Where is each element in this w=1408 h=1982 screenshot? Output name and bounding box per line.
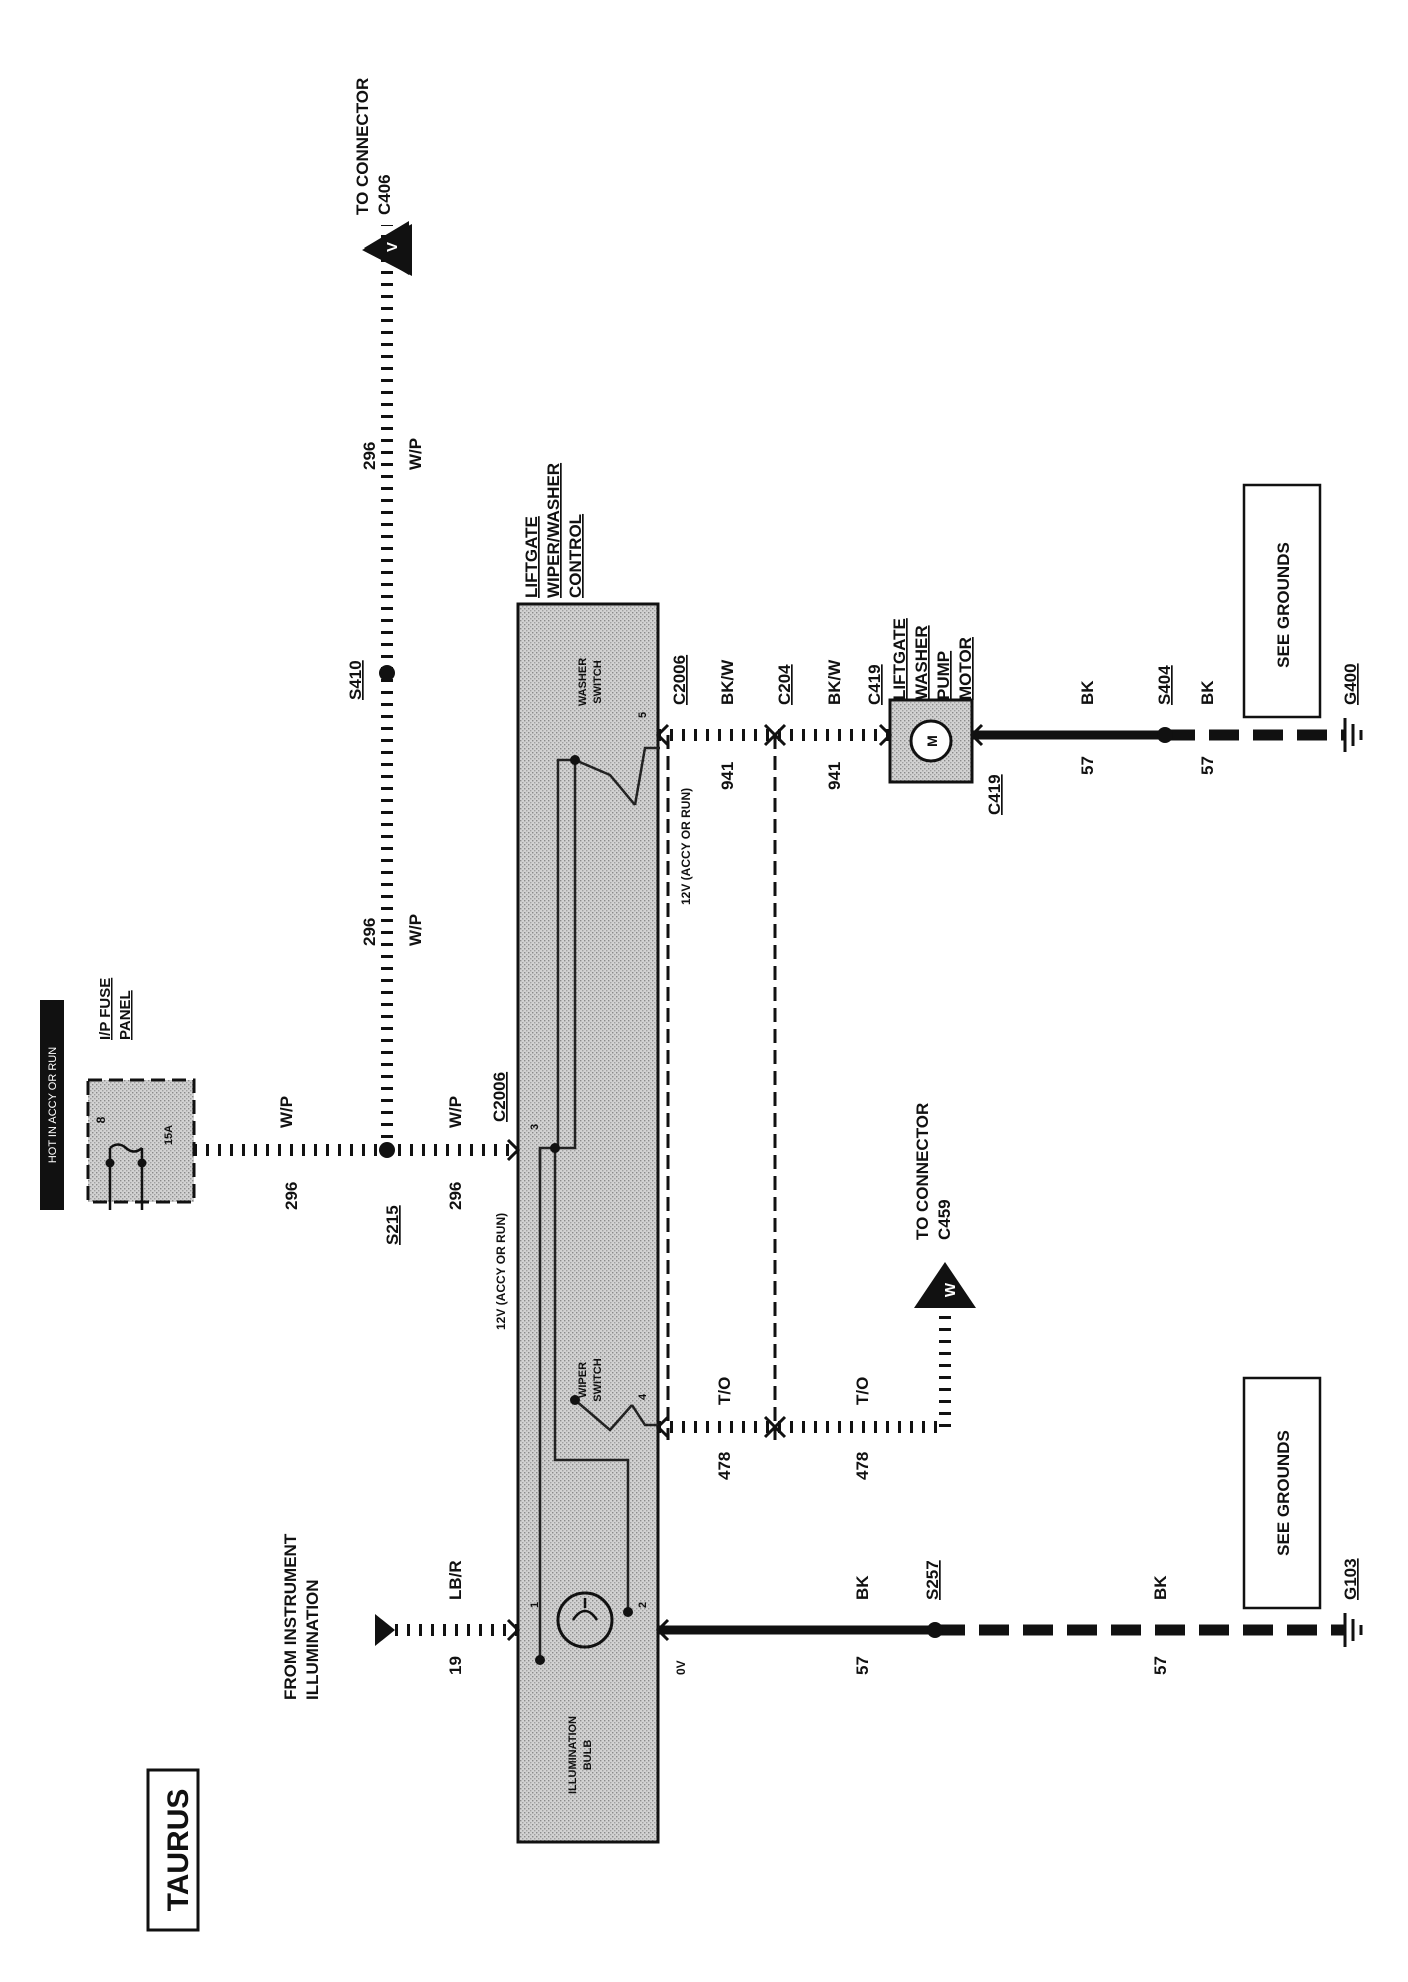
svg-text:57: 57 [853, 1656, 872, 1675]
svg-text:HOT IN ACCY OR RUN: HOT IN ACCY OR RUN [47, 1047, 59, 1163]
splice-s257: S257 [923, 1560, 942, 1600]
svg-text:941: 941 [718, 762, 737, 790]
splice-s404: S404 [1155, 665, 1174, 705]
fuse-number: 8 [94, 1116, 108, 1123]
bulb-label-2: BULB [582, 1740, 594, 1771]
pin-5: 5 [637, 712, 649, 718]
connector-c204: C204 [775, 664, 794, 705]
fuse-panel: 8 15A I/P FUSE PANEL [86, 978, 196, 1210]
c459-label-1: TO CONNECTOR [913, 1103, 932, 1240]
washer-switch-label-1: WASHER [577, 658, 589, 706]
hot-label: HOT IN ACCY OR RUN [40, 1000, 64, 1210]
svg-text:296: 296 [282, 1182, 301, 1210]
svg-text:57: 57 [1198, 756, 1217, 775]
module-name-1: LIFTGATE [522, 516, 541, 598]
control-module-name: LIFTGATE WIPER/WASHER CONTROL [522, 463, 585, 598]
circuit-57-g400: BK 57 S404 BK 57 G400 SEE GROUNDS [972, 483, 1363, 775]
fuse-rating: 15A [163, 1125, 175, 1145]
connector-c406-icon [362, 224, 412, 276]
pin-4: 4 [637, 1393, 649, 1400]
splice-s215-dot [379, 1142, 395, 1158]
bulb-label-1: ILLUMINATION [567, 1716, 579, 1794]
fuse-panel-name-1: I/P FUSE [97, 978, 114, 1040]
svg-text:V: V [384, 242, 401, 252]
module-name-3: CONTROL [566, 514, 585, 598]
svg-text:19: 19 [446, 1656, 465, 1675]
c406-label-2: C406 [375, 174, 394, 215]
ground-g400: G400 [1341, 663, 1360, 705]
wiper-switch-label-2: SWITCH [592, 1358, 604, 1401]
bulb-icon [556, 1591, 614, 1649]
ground-icon-g400 [1343, 718, 1363, 752]
from-instrument-2: ILLUMINATION [303, 1579, 322, 1700]
svg-text:T/O: T/O [715, 1377, 734, 1405]
svg-text:W/P: W/P [406, 914, 425, 946]
connector-c459-icon [914, 1262, 976, 1308]
model-name: TAURUS [162, 1789, 195, 1912]
svg-text:BK/W: BK/W [825, 659, 844, 705]
connector-c419-b: C419 [985, 774, 1004, 815]
circuit-296: V TO CONNECTOR C406 296 W/P 296 W/P 296 … [194, 78, 518, 1330]
svg-text:BK: BK [1151, 1575, 1170, 1600]
splice-s410: S410 [346, 660, 365, 700]
svg-text:W: W [942, 1282, 959, 1297]
fuse-panel-name-2: PANEL [117, 990, 134, 1040]
voltage-12v-b: 12V (ACCY OR RUN) [679, 788, 693, 905]
svg-text:BK: BK [853, 1575, 872, 1600]
svg-text:941: 941 [825, 762, 844, 790]
motor-name-2: WASHER [912, 625, 931, 700]
circuit-941: C2006 BK/W 941 12V (ACCY OR RUN) C204 BK… [658, 655, 890, 1440]
voltage-12v-a: 12V (ACCY OR RUN) [494, 1213, 508, 1330]
connector-c2006-b: C2006 [670, 655, 689, 705]
svg-text:LB/R: LB/R [446, 1560, 465, 1600]
circuit-478: W TO CONNECTOR C459 T/O 478 T/O 478 [658, 1103, 976, 1480]
from-instrument-1: FROM INSTRUMENT [281, 1533, 300, 1700]
see-grounds-1: SEE GROUNDS [1274, 542, 1293, 668]
splice-s410-dot [379, 665, 395, 681]
pin-2: 2 [637, 1602, 649, 1608]
svg-text:296: 296 [360, 918, 379, 946]
ground-g103: G103 [1341, 1558, 1360, 1600]
svg-text:57: 57 [1151, 1656, 1170, 1675]
control-module-box [516, 602, 660, 1844]
svg-text:296: 296 [446, 1182, 465, 1210]
svg-text:W/P: W/P [446, 1096, 465, 1128]
input-arrow-icon [375, 1614, 395, 1646]
svg-text:W/P: W/P [406, 438, 425, 470]
svg-text:T/O: T/O [853, 1377, 872, 1405]
svg-text:BK/W: BK/W [718, 659, 737, 705]
svg-text:478: 478 [853, 1452, 872, 1480]
svg-text:W/P: W/P [277, 1096, 296, 1128]
svg-text:BK: BK [1198, 680, 1217, 705]
pin-1: 1 [529, 1602, 541, 1608]
c459-label-2: C459 [935, 1199, 954, 1240]
wiper-switch-label-1: WIPER [577, 1362, 589, 1398]
module-name-2: WIPER/WASHER [544, 463, 563, 598]
circuit-19: FROM INSTRUMENT ILLUMINATION LB/R 19 [281, 1533, 518, 1700]
pin-3: 3 [529, 1124, 541, 1130]
motor-name-1: LIFTGATE [890, 618, 909, 700]
c406-label-1: TO CONNECTOR [353, 78, 372, 215]
liftgate-wiper-washer-control: WASHER SWITCH WIPER SWITCH ILLUMINATION … [516, 602, 660, 1844]
washer-pump-motor: M LIFTGATE WASHER PUMP MOTOR C419 [888, 618, 1004, 815]
svg-text:57: 57 [1078, 756, 1097, 775]
svg-text:478: 478 [715, 1452, 734, 1480]
ground-icon-g103 [1343, 1613, 1363, 1647]
connector-chevrons [506, 723, 984, 1642]
svg-text:296: 296 [360, 442, 379, 470]
connector-c419-a: C419 [865, 664, 884, 705]
see-grounds-2: SEE GROUNDS [1274, 1430, 1293, 1556]
motor-icon [909, 719, 953, 763]
model-label: TAURUS [146, 1768, 200, 1932]
washer-switch-label-2: SWITCH [592, 660, 604, 703]
motor-name-3: PUMP [934, 651, 953, 700]
voltage-0v: 0V [674, 1660, 688, 1675]
motor-name-4: MOTOR [956, 637, 975, 700]
svg-text:BK: BK [1078, 680, 1097, 705]
svg-text:M: M [924, 735, 940, 747]
splice-s215: S215 [383, 1205, 402, 1245]
circuit-57-g103: 0V BK 57 S257 BK 57 G103 SEE GROUNDS [658, 1376, 1363, 1675]
connector-c2006-a: C2006 [490, 1072, 509, 1122]
